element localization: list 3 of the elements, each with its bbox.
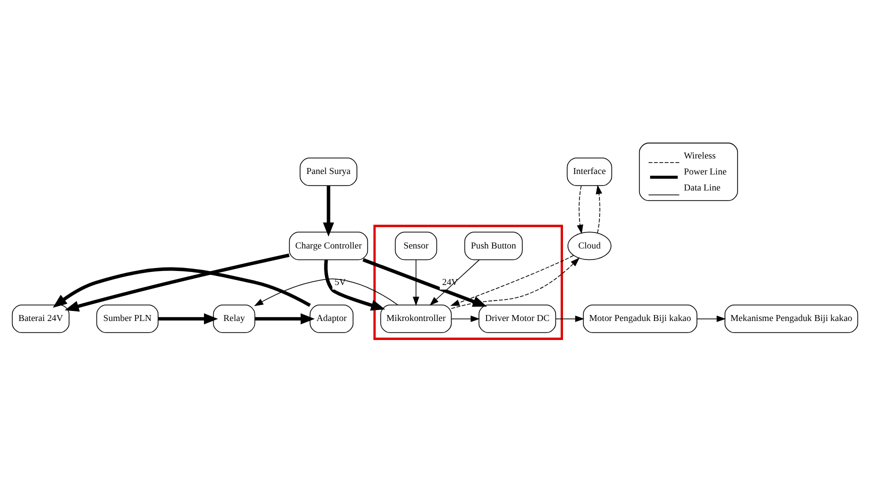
legend-label: Wireless [683,150,716,160]
legend-label: Data Line [683,182,720,193]
legend-label: Power Line [683,166,726,177]
